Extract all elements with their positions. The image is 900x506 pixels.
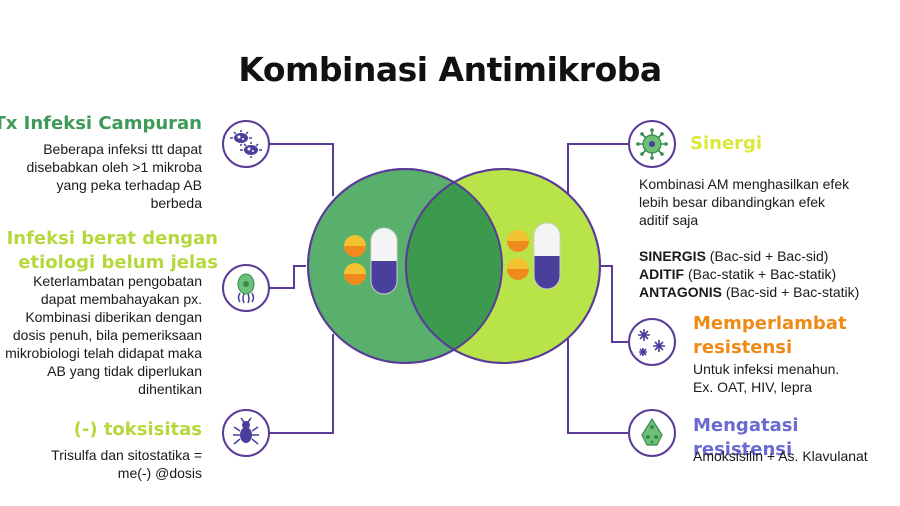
bug-icon — [222, 409, 270, 457]
connector-line-6 — [567, 336, 628, 434]
text-line: Ex. OAT, HIV, lepra — [693, 379, 813, 395]
microbe-flagella-icon — [222, 264, 270, 312]
text-line: lebih besar dibandingkan efek — [639, 194, 826, 210]
heading-infeksi-berat: Infeksi berat dengan etiologi belum jela… — [0, 227, 218, 275]
pills-left-icon — [344, 227, 398, 295]
heading-toksisitas: (-) toksisitas — [73, 419, 202, 440]
heading-tx-infeksi-campuran: Tx Infeksi Campuran — [0, 113, 202, 134]
connector-line-5 — [597, 265, 628, 343]
connector-line-3 — [268, 334, 334, 434]
text-line: aditif saja — [639, 212, 699, 228]
heading-line: Infeksi berat dengan — [6, 228, 218, 249]
term-antagonis: ANTAGONIS (Bac-sid + Bac-statik) — [639, 284, 860, 300]
germs-icon — [628, 318, 676, 366]
body-sinergi: Kombinasi AM menghasilkan efek lebih bes… — [639, 175, 889, 229]
venn-overlap — [406, 169, 502, 363]
item-toksisitas: (-) toksisitas Trisulfa dan sitostatika … — [0, 418, 202, 482]
text-line: Beberapa infeksi ttt dapat — [43, 141, 202, 157]
term-sinergis: SINERGIS (Bac-sid + Bac-sid) — [639, 248, 829, 264]
body-tx-infeksi-campuran: Beberapa infeksi ttt dapat disebabkan ol… — [0, 140, 202, 212]
heading-sinergi: Sinergi — [690, 133, 763, 154]
text-line: Kombinasi AM menghasilkan efek — [639, 176, 850, 192]
heading-line: resistensi — [693, 337, 793, 358]
heading-memperlambat-resistensi: Memperlambat resistensi — [693, 312, 847, 360]
connector-line-1 — [268, 143, 334, 196]
body-toksisitas: Trisulfa dan sitostatika = me(-) @dosis — [0, 446, 202, 482]
item-tx-infeksi-campuran: Tx Infeksi Campuran Beberapa infeksi ttt… — [0, 112, 202, 212]
cell-cluster-icon — [628, 409, 676, 457]
text-line: Kombinasi diberikan dengan — [25, 309, 202, 325]
pills-right-icon — [507, 222, 561, 290]
heading-line: Memperlambat — [693, 313, 847, 334]
text-line: dosis penuh, bila pemeriksaan — [12, 327, 202, 343]
connector-line-2 — [268, 265, 306, 289]
text-line: yang peka terhadap AB — [56, 177, 202, 193]
bacteria-cluster-icon — [222, 120, 270, 168]
page-title: Kombinasi Antimikroba — [238, 50, 662, 89]
sinergi-terms: SINERGIS (Bac-sid + Bac-sid) ADITIF (Bac… — [639, 247, 899, 301]
virus-icon — [628, 120, 676, 168]
text-line: disebabkan oleh >1 mikroba — [26, 159, 202, 175]
heading-line: etiologi belum jelas — [18, 252, 218, 273]
text-line: Trisulfa dan sitostatika = — [51, 447, 202, 463]
body-memperlambat-resistensi: Untuk infeksi menahun. Ex. OAT, HIV, lep… — [693, 360, 893, 396]
connector-line-4 — [567, 143, 628, 198]
text-line: berbeda — [150, 195, 202, 211]
text-line: Keterlambatan pengobatan — [33, 273, 202, 289]
heading-mengatasi-resistensi: Mengatasi resistensi — [693, 415, 799, 460]
text-line: Amoksisilin + As. Klavulanat — [693, 448, 868, 464]
term-aditif: ADITIF (Bac-statik + Bac-statik) — [639, 266, 837, 282]
text-line: dapat membahayakan px. — [40, 291, 202, 307]
body-infeksi-berat: Keterlambatan pengobatan dapat membahaya… — [0, 272, 202, 398]
text-line: Untuk infeksi menahun. — [693, 361, 840, 377]
text-line: me(-) @dosis — [117, 465, 202, 481]
item-infeksi-berat: Infeksi berat dengan etiologi belum jela… — [0, 227, 218, 275]
body-mengatasi-resistensi: Amoksisilin + As. Klavulanat — [693, 447, 893, 465]
text-line: mikrobiologi telah didapat maka — [5, 345, 202, 361]
text-line: dihentikan — [138, 381, 202, 397]
text-line: AB yang tidak diperlukan — [47, 363, 202, 379]
